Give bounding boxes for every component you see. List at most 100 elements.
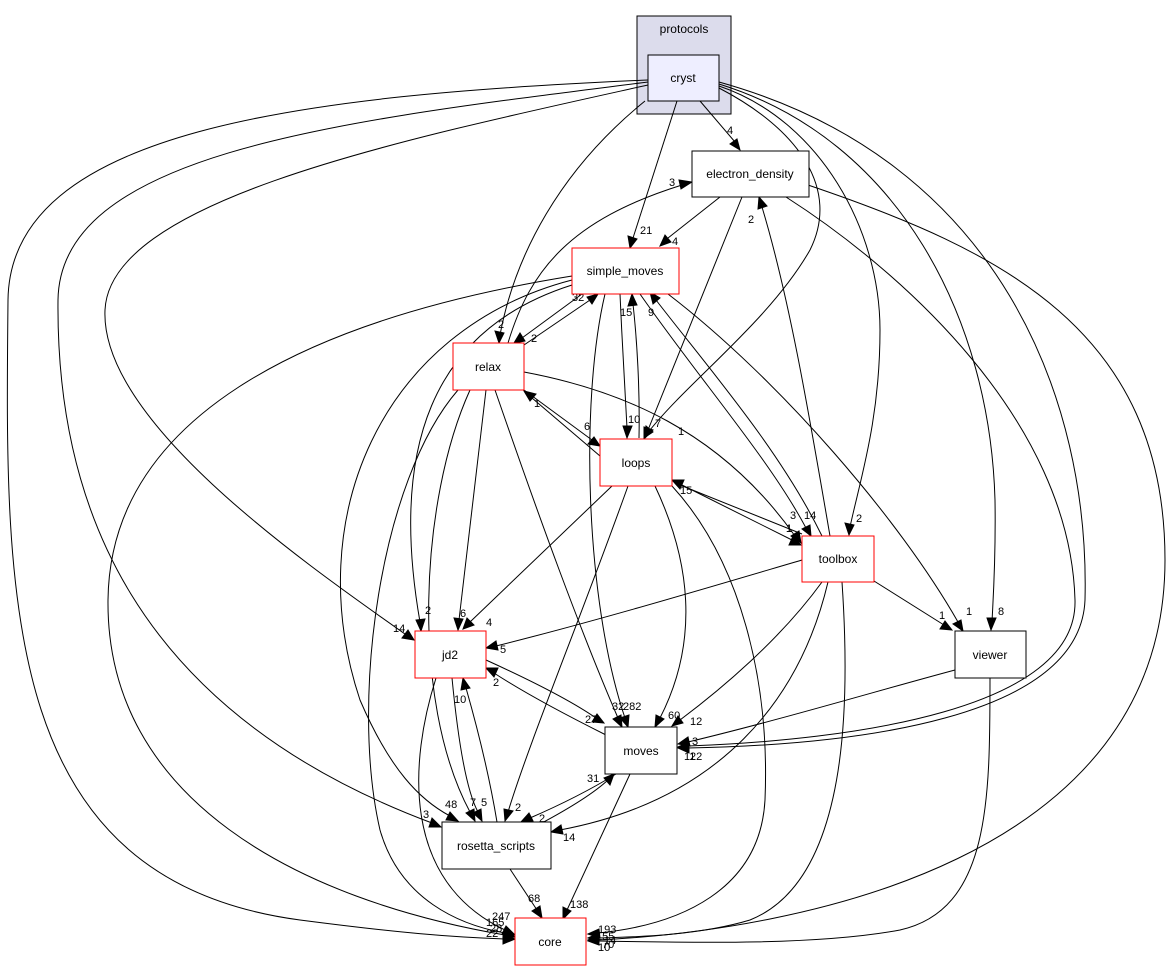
edge-toolbox-viewer [873,580,945,626]
edge-rosetta-scripts-moves-arrow [603,773,615,786]
edge-label-toolbox-viewer: 1 [939,610,945,622]
edge-toolbox-electron-density-arrow [757,195,768,210]
edge-moves-core-arrow [562,906,572,921]
edge-jd2-moves [485,659,597,719]
node-core[interactable]: core [514,917,587,966]
edge-label-toolbox-simple-moves: 14 [804,510,816,522]
edge-toolbox-jd2 [495,559,803,647]
node-moves[interactable]: moves [604,726,678,775]
edge-toolbox-loops-arrow [670,479,685,490]
edge-rosetta-scripts-core [509,868,538,911]
edge-toolbox-rosetta-scripts [559,581,829,831]
node-loops-box [599,438,673,487]
edge-cryst-jd2 [104,84,649,635]
edge-label-loops-simple-moves: 9 [648,307,654,319]
edge-viewer-core [597,677,991,943]
edge-label-moves-rosetta-scripts: 2 [539,813,545,825]
edge-label-jd2-core: 28 [490,923,502,935]
core-right-labels: 193 155 14 70 10 [596,924,616,954]
node-viewer-box [954,630,1027,679]
node-core-box [514,917,587,966]
node-relax-label: relax [475,360,501,374]
node-rosetta-scripts-label: rosetta_scripts [457,839,535,853]
edge-viewer-moves [687,669,956,743]
edge-simple-moves-jd2 [410,284,573,623]
edge-cryst-rosetta-scripts-arrow [428,817,443,828]
edge-cryst-electron-density-arrow [729,138,741,152]
edge-toolbox-jd2-arrow [484,640,499,651]
edge-moves-core [566,773,631,911]
edge-viewer-moves-arrow [676,736,691,747]
edge-label-jd2-rosetta-scripts: 5 [481,797,487,809]
node-rosetta-scripts-box [441,821,552,870]
edge-label-cryst-simple-moves: 21 [640,225,652,237]
edge-label-core-extra-a: 14 [604,935,616,947]
node-viewer[interactable]: viewer [954,630,1027,679]
edge-label-relax-moves: 282 [623,701,641,713]
edge-relax-jd2 [458,389,487,621]
edge-simple-moves-moves [589,293,626,719]
edge-viewer-core-arrow [586,935,600,946]
edge-label-relax-jd2: 6 [460,608,466,620]
edge-label-viewer-moves: 3 [692,736,698,748]
edge-rosetta-scripts-core-arrow [531,905,543,920]
edge-label-electron-density-simple-moves: 4 [672,236,678,248]
edge-loops-relax [531,397,601,457]
edge-loops-moves-arrow [654,714,665,729]
edge-simple-moves-core [107,275,573,936]
edge-toolbox-electron-density [761,206,831,537]
edge-relax-moves-arrow [612,714,623,729]
edge-relax-rosetta-scripts [428,389,471,813]
edge-cryst-simple-moves-arrow [627,235,638,250]
edge-electron-density-loops [647,196,743,431]
edge-label-cryst-loops: 1 [678,426,684,438]
edge-label-relax-loops: 6 [584,421,590,433]
edge-cryst-loops [649,87,821,431]
edge-relax-simple-moves [523,299,591,346]
edge-cryst-core [6,79,649,940]
edge-electron-density-simple-moves [667,196,721,239]
node-electron-density-box [691,150,810,198]
edge-toolbox-moves-arrow [670,715,684,727]
edge-cryst-jd2-arrow [401,629,415,641]
node-cryst-label: cryst [670,71,696,85]
edge-label-cryst-relax: 2 [498,319,504,331]
node-simple-moves[interactable]: simple_moves [571,247,680,295]
node-cryst[interactable]: cryst [647,54,720,102]
moves-right-labels: 11 [684,751,695,763]
edge-rosetta-scripts-moves [539,779,609,825]
edge-jd2-rosetta-scripts-arrow [472,808,483,823]
node-electron-density[interactable]: electron_density [691,150,810,198]
edge-label-moves-jd2: 2 [493,677,499,689]
edge-loops-core [597,485,766,934]
node-cryst-box [647,54,720,102]
node-jd2[interactable]: jd2 [414,630,487,679]
edge-toolbox-loops [679,484,803,535]
node-jd2-label: jd2 [441,648,458,662]
edge-loops-jd2 [469,485,613,623]
node-toolbox[interactable]: toolbox [801,535,875,583]
edge-loops-moves [654,485,687,719]
node-rosetta-scripts[interactable]: rosetta_scripts [441,821,552,870]
node-relax[interactable]: relax [452,342,525,391]
edge-simple-moves-relax-arrow [513,332,526,344]
edge-label-jd2-moves: 27 [585,714,597,726]
edge-cryst-viewer [718,83,996,623]
node-toolbox-box [801,535,875,583]
edge-label-toolbox-jd2: 5 [500,644,506,656]
edge-label-cryst-moves: 22 [690,751,702,763]
edges: 4 21 2 1 2 8 22 14 3 [6,79,1166,946]
edge-electron-density-moves [687,196,1076,747]
edge-moves-jd2 [493,672,607,736]
edge-relax-moves [494,389,619,719]
edge-label-electron-density-moves: 11 [684,751,695,763]
node-loops[interactable]: loops [599,438,673,487]
node-toolbox-label: toolbox [819,552,858,566]
edge-cryst-relax-arrow [494,330,505,345]
edge-simple-moves-loops [619,293,628,429]
edge-loops-simple-moves [632,303,640,439]
edge-rosetta-scripts-jd2 [465,687,498,823]
edge-label-cryst-viewer: 8 [998,606,1004,618]
edge-simple-moves-moves-arrow [619,714,630,729]
